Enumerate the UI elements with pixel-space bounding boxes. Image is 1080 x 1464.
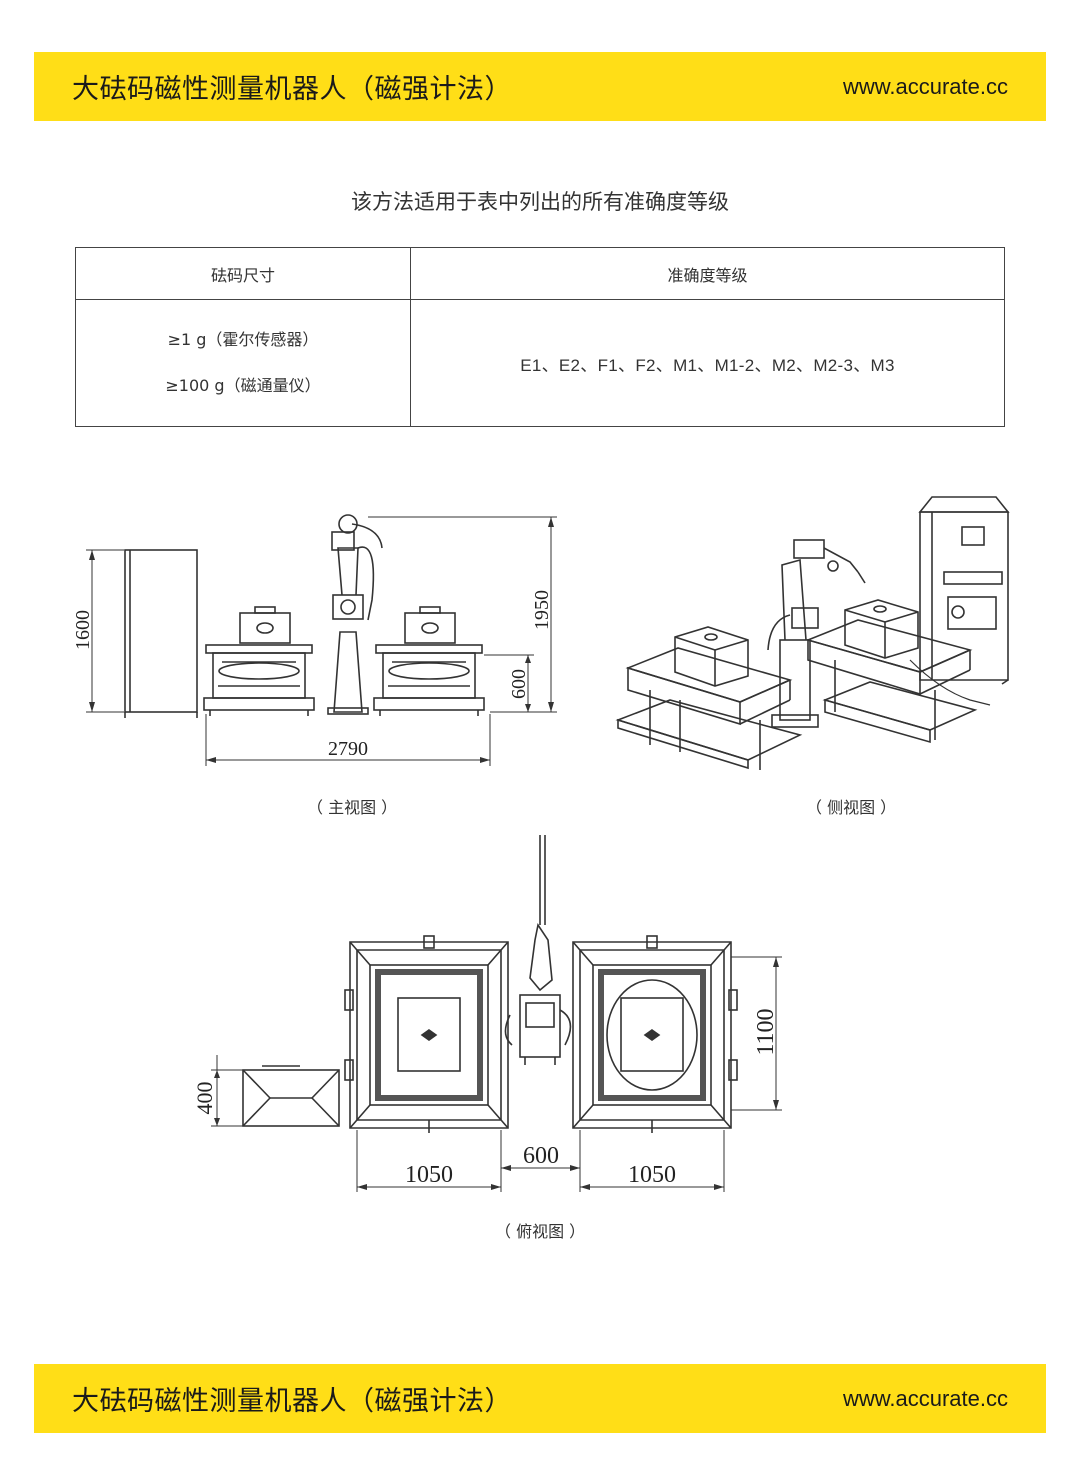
- side-left-platform: [615, 626, 803, 770]
- header-banner: 大砝码磁性测量机器人（磁强计法） www.accurate.cc: [34, 52, 1046, 121]
- top-control-cabinet: [242, 1065, 340, 1127]
- front-right-station: [373, 606, 485, 716]
- table-cell-grades: E1、E2、F1、F2、M1、M1-2、M2、M2-3、M3: [410, 299, 1005, 427]
- front-view-drawing: 1600 1950 600 2790: [72, 514, 557, 766]
- dim-robot-height: 1950: [531, 590, 553, 630]
- caption-front-view: （ 主视图 ）: [307, 798, 398, 817]
- dim-gap: 600: [523, 1143, 559, 1169]
- side-control-cabinet: [918, 496, 1010, 685]
- table-cell-sizes: ≥1 g（霍尔传感器） ≥100 g（磁通量仪）: [75, 299, 411, 427]
- top-left-station: [344, 935, 509, 1133]
- top-right-station: [572, 935, 738, 1133]
- intro-text: 该方法适用于表中列出的所有准确度等级: [351, 190, 729, 214]
- table-header-grade: 准确度等级: [410, 247, 1005, 300]
- footer-title: 大砝码磁性测量机器人（磁强计法）: [72, 1386, 512, 1417]
- accuracy-class-table: 砝码尺寸 准确度等级 ≥1 g（霍尔传感器） ≥100 g（磁通量仪） E1、E…: [75, 247, 1005, 427]
- caption-side-view: （ 侧视图 ）: [806, 798, 897, 817]
- grades-list: E1、E2、F1、F2、M1、M1-2、M2、M2-3、M3: [520, 355, 895, 375]
- size-fluxmeter: ≥100 g（磁通量仪）: [165, 376, 321, 395]
- dim-cabinet-height: 1600: [72, 610, 94, 650]
- header-title: 大砝码磁性测量机器人（磁强计法）: [72, 74, 512, 105]
- dim-right-width: 1050: [628, 1162, 676, 1188]
- table-header-row: 砝码尺寸 准确度等级: [75, 247, 1005, 300]
- footer-url-link[interactable]: www.accurate.cc: [842, 1385, 1008, 1411]
- dim-base-height: 600: [508, 669, 530, 699]
- header-url-link[interactable]: www.accurate.cc: [842, 73, 1008, 99]
- front-left-station: [203, 606, 315, 716]
- table-row: ≥1 g（霍尔传感器） ≥100 g（磁通量仪） E1、E2、F1、F2、M1、…: [75, 299, 1005, 427]
- size-hall-sensor: ≥1 g（霍尔传感器）: [167, 330, 319, 349]
- top-view-drawing: 1100 400 1050 600 1050: [192, 835, 782, 1192]
- dim-cabinet-depth: 400: [192, 1082, 217, 1115]
- footer-banner: 大砝码磁性测量机器人（磁强计法） www.accurate.cc: [34, 1364, 1046, 1433]
- side-robot: [767, 539, 866, 728]
- caption-top-view: （ 俯视图 ）: [495, 1222, 586, 1241]
- dim-overall-width: 2790: [328, 738, 368, 760]
- top-robot: [504, 835, 572, 1065]
- side-view-drawing: [615, 496, 1010, 770]
- dim-station-depth: 1100: [753, 1008, 779, 1055]
- front-robot: [327, 514, 383, 715]
- dim-left-width: 1050: [405, 1162, 453, 1188]
- side-right-platform: [805, 599, 978, 744]
